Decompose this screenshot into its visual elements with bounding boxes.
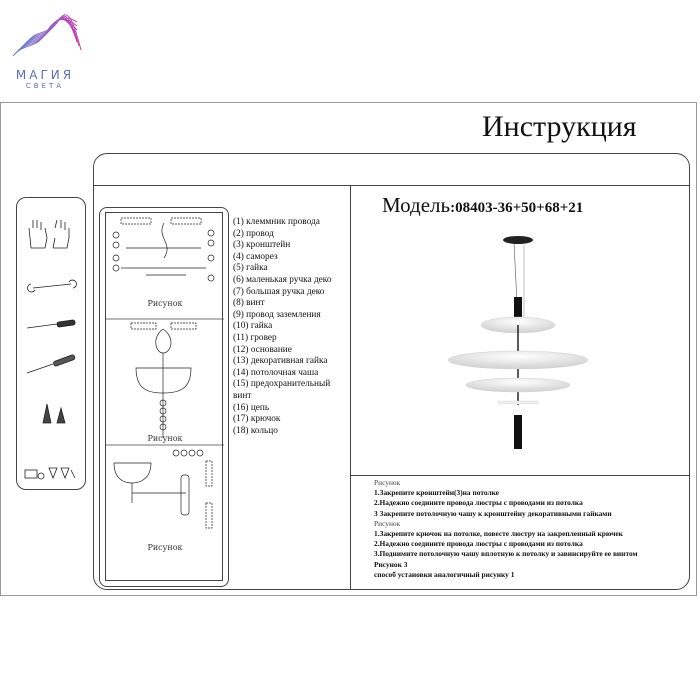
wave-logo-icon [12, 14, 82, 57]
part-item: (10) гайка [233, 321, 273, 332]
step-text: 2.Надежно соедините провода люстры с про… [374, 539, 583, 549]
parts-list: (1) клеммник провода (2) провод (3) крон… [233, 217, 345, 437]
fasteners-icon [24, 467, 76, 480]
instruction-panel [93, 153, 690, 590]
part-item: (12) основание [233, 344, 292, 355]
screwdriver-2-icon [26, 354, 76, 374]
part-item: (4) саморез [233, 251, 278, 262]
divider [350, 185, 351, 589]
part-item: (11) гровер [233, 332, 277, 343]
step-heading: Рисунок 3 [374, 559, 408, 569]
part-item: (2) провод [233, 228, 274, 239]
part-item: (7) большая ручка деко [233, 286, 325, 297]
part-item: (14) потолочная чаша [233, 367, 319, 378]
step-text: 2.Надежно соедините провода люстры с про… [374, 498, 583, 508]
step-heading: Рисунок [374, 518, 401, 528]
figure-1-diagram [112, 217, 215, 282]
figure-2-diagram [130, 322, 197, 438]
part-item: (13) декоративная гайка [233, 356, 328, 367]
model-heading: Модель:08403-36+50+68+21 [382, 193, 583, 218]
figures-frame: Рисунок Рисунок Рисунок [105, 212, 224, 581]
model-label: Модель [382, 193, 451, 217]
step-text: 1.Закрепите кронштейн(3)на потолке [374, 488, 499, 498]
part-item: (18) кольцо [233, 425, 278, 436]
part-item: (1) клеммник провода [233, 217, 320, 227]
step-heading: Рисунок [374, 478, 401, 487]
logo-sub: СВЕТА [25, 82, 65, 90]
screwdriver-icon [26, 319, 76, 329]
step-text: 3.Поднимите потолочную чашу вплотную к п… [374, 549, 638, 559]
part-item: (9) провод заземления [233, 309, 321, 320]
tools-panel [16, 197, 86, 490]
wrench-icon [27, 279, 77, 293]
figure-3-caption: Рисунок [147, 543, 183, 552]
divider [350, 475, 689, 476]
page-frame [0, 102, 697, 596]
part-item: (8) винт [233, 298, 265, 309]
figures-panel [99, 207, 229, 587]
part-item: (3) кронштейн [233, 240, 291, 251]
part-item: (5) гайка [233, 263, 268, 274]
part-item: (16) цепь [233, 402, 270, 413]
logo-brand: МАГИЯ [15, 68, 75, 82]
step-text: 1.Закрепите крючок на потолке, повесте л… [374, 529, 623, 539]
part-item: (6) маленькая ручка деко [233, 274, 332, 285]
step-text: 3 Закрепите потолочную чашу к кронштейну… [374, 508, 612, 518]
pendant-lamp-image [447, 236, 589, 449]
figure-3-diagram [113, 449, 213, 529]
part-item: (17) крючок [233, 414, 281, 425]
figure-2-caption: Рисунок [147, 434, 183, 443]
brand-logo: МАГИЯ СВЕТА [5, 12, 85, 92]
part-item: (15) предохранительный винт [233, 379, 331, 401]
step-text: способ установки аналогичный рисунку 1 [374, 569, 515, 579]
figure-1-caption: Рисунок [147, 299, 183, 308]
divider [94, 185, 689, 186]
model-number: :08403-36+50+68+21 [450, 200, 584, 216]
screws-icon [42, 403, 66, 424]
gloves-icon [28, 219, 70, 249]
page-title: Инструкция [482, 110, 637, 143]
installation-steps: Рисунок 1.Закрепите кронштейн(3)на потол… [374, 478, 638, 580]
